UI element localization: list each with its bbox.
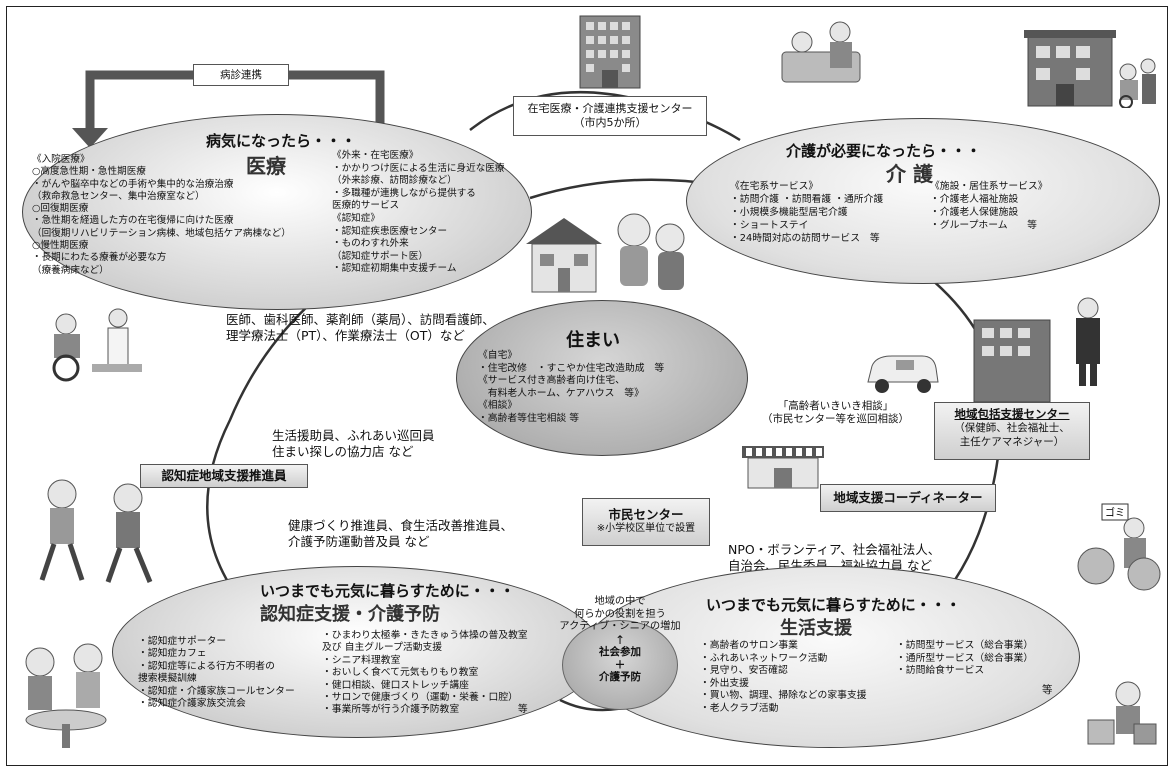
- regional-center-title: 地域包括支援センター: [954, 407, 1070, 421]
- care-title: 介 護: [886, 162, 933, 186]
- medical-inpatient-text: 《入院医療》 ○高度急性期・急性期医療 ・がんや脳卒中などの手術や集中的な治療治…: [32, 154, 291, 276]
- regional-center-body: （保健師、社会福祉士、 主任ケアマネジャー）: [954, 422, 1070, 448]
- shopping-elder-icon: [1084, 676, 1160, 748]
- dementia-left-text: ・認知症サポーター ・認知症カフェ ・認知症等による行方不明者の 捜索模擬訓練 …: [138, 636, 295, 710]
- medical-title: 医療: [246, 154, 286, 178]
- care-facility-icon: [1024, 22, 1160, 109]
- elderly-couple-icon: [608, 206, 694, 300]
- exercising-elders-icon: [28, 476, 168, 586]
- garbage-sign-text: ゴミ: [1105, 506, 1125, 519]
- home-center-line1: 在宅医療・介護連携支援センター: [527, 102, 693, 115]
- house-icon: [522, 214, 606, 294]
- cafe-elders-icon: [14, 636, 118, 752]
- housing-body: 《自宅》 ・住宅改修 ・すこやか住宅改造助成 等 《サービス付き高齢者向け住宅、…: [478, 350, 665, 424]
- wheelchair-doctor-icon: [36, 306, 146, 384]
- life-support-staff-text: 生活援助員、ふれあい巡回員 住まい探しの協力店 など: [272, 428, 435, 459]
- care-ellipse: [686, 118, 1160, 284]
- consult-text: 「高齢者いきいき相談」 （市民センター等を巡回相談）: [762, 400, 909, 425]
- life-left-text: ・高齢者のサロン事業 ・ふれあいネットワーク活動 ・見守り、安否確認 ・外出支援…: [700, 640, 867, 714]
- medical-ellipse: [22, 114, 532, 310]
- medical-outpatient-text: 《外来・在宅医療》 ・かかりつけ医による生活に身近な医療 （外来診療、訪問診療な…: [332, 150, 505, 275]
- dementia-intro: いつまでも元気に暮らすために・・・: [260, 582, 515, 600]
- citizen-center-building-icon: [740, 442, 826, 490]
- dementia-prevention-ellipse: [112, 566, 602, 738]
- citizen-center-title: 市民センター: [608, 507, 684, 522]
- dementia-right-text: ・ひまわり太極拳・きたきゅう体操の普及教室 及び 自主グループ活動支援 ・シニア…: [322, 630, 528, 716]
- regional-center-building-icon: [970, 314, 1054, 403]
- life-intro: いつまでも元気に暮らすために・・・: [706, 596, 961, 614]
- regional-support-center-box: 地域包括支援センター （保健師、社会福祉士、 主任ケアマネジャー）: [934, 402, 1090, 460]
- home-care-support-center-box: 在宅医療・介護連携支援センター （市内5か所）: [513, 96, 707, 136]
- care-home-services: 《在宅系サービス》 ・訪問介護 ・訪問看護 ・通所介護 ・小規模多機能型居宅介護…: [730, 181, 884, 244]
- health-staff-text: 健康づくり推進員、食生活改善推進員、 介護予防運動普及員 など: [288, 518, 514, 549]
- dementia-title: 認知症支援・介護予防: [260, 604, 440, 625]
- citizen-center-box: 市民センター ※小学校区単位で設置: [582, 498, 710, 546]
- care-facility-services: 《施設・居住系サービス》 ・介護老人福祉施設 ・介護老人保健施設 ・グループホー…: [930, 181, 1048, 231]
- social-participation-circle: [562, 620, 678, 710]
- professionals-text: 医師、歯科医師、薬剤師（薬局）、訪問看護師、 理学療法士（PT）、作業療法士（O…: [226, 312, 495, 343]
- care-intro: 介護が必要になったら・・・: [786, 142, 982, 160]
- medical-intro: 病気になったら・・・: [206, 132, 357, 150]
- housing-title: 住まい: [566, 330, 620, 351]
- home-center-line2: （市内5か所）: [573, 116, 647, 129]
- center-role-text: 地域の中で 何らかの役割を担う アクティブ・シニアの増加: [559, 596, 681, 633]
- center-social-text: 社会参加 ＋ 介護予防: [599, 646, 641, 684]
- car-icon: [862, 348, 942, 396]
- caregiver-bath-icon: [774, 16, 866, 86]
- garbage-lady-icon: ゴミ: [1074, 500, 1166, 592]
- life-right-text: ・訪問型サービス（総合事業） ・通所型サービス（総合事業） ・訪問給食サービス: [896, 640, 1034, 677]
- up-arrow-icon: ↑: [614, 633, 626, 647]
- hospital-collab-label: 病診連携: [193, 64, 289, 86]
- life-etc-text: 等: [1042, 684, 1053, 696]
- office-worker-icon: [1070, 296, 1106, 388]
- building-icon: [574, 12, 646, 90]
- dementia-promoter-box: 認知症地域支援推進員: [140, 464, 308, 488]
- regional-coordinator-box: 地域支援コーディネーター: [820, 484, 996, 512]
- life-title: 生活支援: [780, 618, 852, 639]
- housing-ellipse: [456, 300, 748, 456]
- citizen-center-note: ※小学校区単位で設置: [596, 523, 696, 534]
